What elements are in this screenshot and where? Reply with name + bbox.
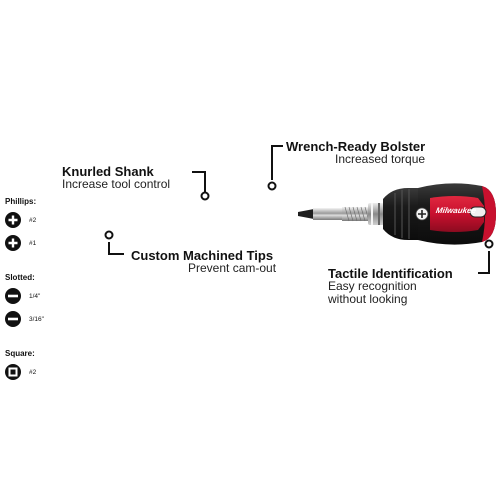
bolster-leader <box>271 145 283 180</box>
legend-slotted-size-1: 1/4" <box>29 293 41 300</box>
legend-phillips-size-1: #2 <box>29 217 37 224</box>
tactile-identification-subtitle-1: Easy recognition <box>328 279 417 293</box>
tactile-identification-subtitle-2: without looking <box>328 292 408 306</box>
square-icon <box>5 364 21 380</box>
custom-machined-tips-title: Custom Machined Tips <box>131 248 274 263</box>
phillips-icon <box>5 212 21 228</box>
hang-hole <box>469 206 487 218</box>
slotted-icon <box>5 288 21 304</box>
brand-logo: Milwaukee <box>435 206 477 215</box>
knurled-leader <box>192 171 206 192</box>
knurled-shank-subtitle: Increase tool control <box>62 177 171 191</box>
phillips-tip <box>298 209 314 219</box>
knurled-shank-title: Knurled Shank <box>62 164 154 179</box>
slotted-icon <box>5 311 21 327</box>
wrench-ready-bolster-subtitle: Increased torque <box>335 152 426 166</box>
phillips-icon <box>5 235 21 251</box>
tactile-identification-title: Tactile Identification <box>328 266 453 281</box>
tactile-dot <box>484 239 494 249</box>
red-band <box>430 196 484 232</box>
tips-leader <box>108 242 124 255</box>
legend-square-heading: Square: <box>5 349 35 358</box>
tactile-leader <box>478 251 490 274</box>
knurled-dot <box>200 191 210 201</box>
tips-dot <box>104 230 114 240</box>
wrench-ready-bolster-title: Wrench-Ready Bolster <box>286 139 426 154</box>
shaft <box>313 208 345 220</box>
legend-phillips-size-2: #1 <box>29 240 37 247</box>
legend-slotted-size-2: 3/16" <box>29 316 44 323</box>
knurled-shank <box>342 207 370 221</box>
bolster-dot <box>267 181 277 191</box>
legend-phillips-heading: Phillips: <box>5 197 37 206</box>
hex-bolster <box>368 203 384 225</box>
legend-square-size-1: #2 <box>29 369 37 376</box>
legend-slotted-heading: Slotted: <box>5 273 35 282</box>
custom-machined-tips-subtitle: Prevent cam-out <box>188 261 277 275</box>
